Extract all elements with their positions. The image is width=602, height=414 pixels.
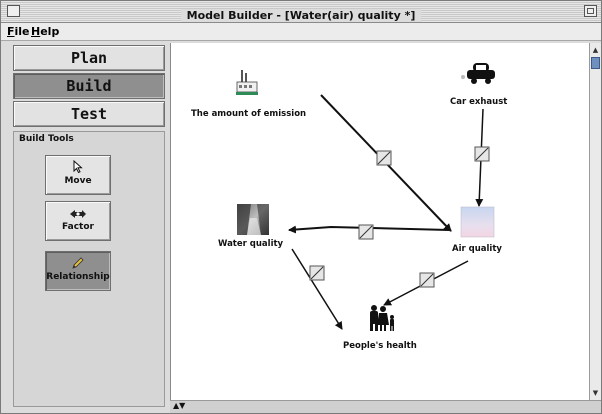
factor-car[interactable]: Car exhaust: [450, 63, 507, 107]
close-box-icon[interactable]: [7, 5, 20, 17]
factor-water-label: Water quality: [218, 239, 284, 249]
factor-tool-button[interactable]: Factor: [45, 201, 111, 241]
relationship-tool-label: Relationship: [46, 272, 110, 282]
window-title: Model Builder - [Water(air) quality *]: [180, 9, 422, 22]
zoom-box-icon[interactable]: [584, 5, 597, 17]
relationship-emission-air[interactable]: [320, 94, 452, 232]
scroll-thumb[interactable]: [591, 57, 600, 69]
model-diagram: The amount of emission Car exhaust Air q…: [191, 63, 507, 351]
menu-file[interactable]: File: [7, 25, 30, 38]
factor-emission-label: The amount of emission: [191, 109, 306, 119]
relationship-air-water[interactable]: [288, 224, 450, 240]
scroll-up-arrow-icon[interactable]: ▲: [592, 46, 599, 54]
menu-bar: File Help: [1, 23, 601, 41]
factor-icon: [46, 202, 110, 222]
pencil-icon: [46, 252, 110, 272]
cursor-arrow-icon: [46, 156, 110, 176]
title-bar[interactable]: Model Builder - [Water(air) quality *]: [1, 1, 601, 23]
vertical-scrollbar[interactable]: ▲ ▼: [589, 43, 601, 400]
relationship-air-health[interactable]: [383, 260, 469, 306]
factor-air[interactable]: Air quality: [452, 206, 502, 254]
factory-icon: [236, 70, 258, 95]
window-title-wrap: Model Builder - [Water(air) quality *]: [1, 4, 601, 23]
river-photo-icon: [237, 204, 269, 235]
factor-tool-label: Factor: [62, 222, 94, 232]
split-arrows-icon[interactable]: ▲▼: [173, 401, 186, 410]
relationship-water-health[interactable]: [291, 248, 343, 330]
factor-health[interactable]: People's health: [343, 305, 417, 351]
move-tool-button[interactable]: Move: [45, 155, 111, 195]
relationship-car-air[interactable]: [474, 108, 490, 207]
bottom-bar: ▲▼: [170, 400, 601, 413]
left-panel: Plan Build Test Build Tools Move Factor …: [13, 43, 167, 409]
factor-emission[interactable]: The amount of emission: [191, 70, 306, 119]
people-icon: [370, 305, 394, 331]
relationship-tool-button[interactable]: Relationship: [45, 251, 111, 291]
test-mode-button[interactable]: Test: [13, 101, 165, 127]
scroll-down-arrow-icon[interactable]: ▼: [592, 389, 599, 397]
model-canvas[interactable]: The amount of emission Car exhaust Air q…: [170, 43, 589, 400]
move-tool-label: Move: [64, 176, 92, 186]
build-tools-heading: Build Tools: [19, 134, 74, 144]
build-mode-button[interactable]: Build: [13, 73, 165, 99]
plan-mode-button[interactable]: Plan: [13, 45, 165, 71]
menu-help[interactable]: Help: [31, 25, 60, 38]
factor-car-label: Car exhaust: [450, 97, 507, 107]
factor-water[interactable]: Water quality: [218, 204, 284, 249]
factor-health-label: People's health: [343, 341, 417, 351]
car-icon: [461, 63, 495, 84]
sky-photo-icon: [460, 206, 495, 238]
factor-air-label: Air quality: [452, 244, 502, 254]
